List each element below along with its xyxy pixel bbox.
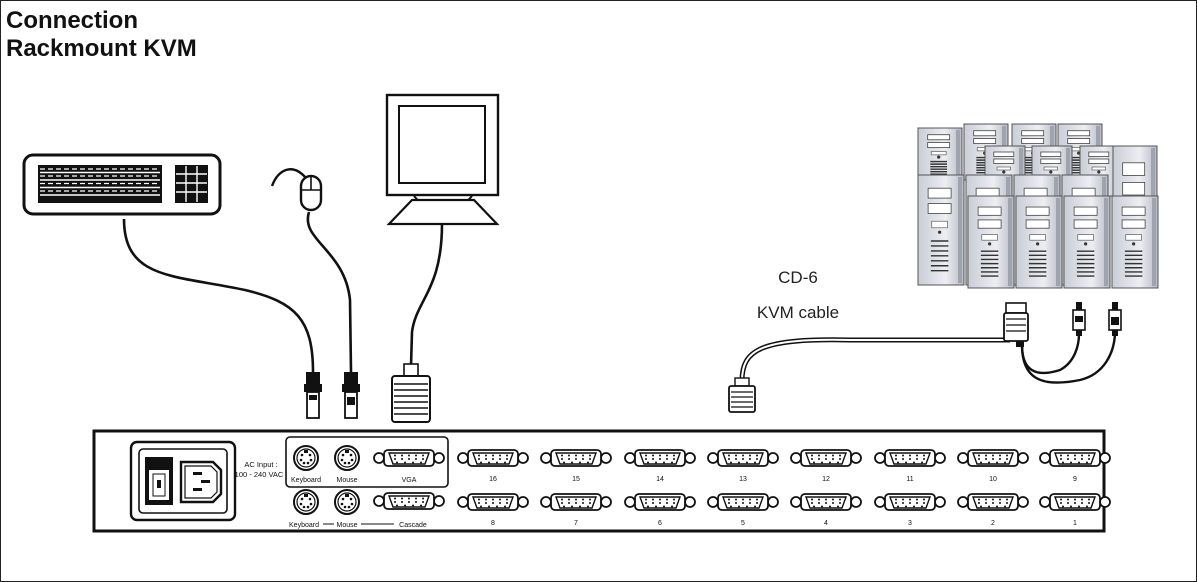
ps2-connector-icon xyxy=(342,372,360,419)
pc-port-label: 1 xyxy=(1073,520,1077,527)
pc-port-label: 8 xyxy=(491,520,495,527)
pc-port-label: 15 xyxy=(572,476,580,483)
computer-towers xyxy=(917,123,1159,289)
pc-port-label: 10 xyxy=(989,476,997,483)
pc-port-label: 6 xyxy=(658,520,662,527)
pc-port-6 xyxy=(624,493,696,511)
pc-port-label: 9 xyxy=(1073,476,1077,483)
console-vga-label: VGA xyxy=(402,477,417,484)
pc-port-1 xyxy=(1039,493,1111,511)
pc-port-label: 12 xyxy=(822,476,830,483)
cascade-keyboard-label: Keyboard xyxy=(289,522,319,529)
ps2-connector-icon xyxy=(304,372,322,419)
monitor-icon xyxy=(385,93,500,226)
ac-input-voltage: 100 - 240 VAC xyxy=(235,470,284,479)
cascade-keyboard-port xyxy=(293,489,319,515)
pc-port-13 xyxy=(707,449,779,467)
pc-port-label: 14 xyxy=(656,476,664,483)
cd6-kvm-cable xyxy=(728,302,1122,413)
pc-port-3 xyxy=(874,493,946,511)
kvm-rear-panel: AC Input : 100 - 240 VAC Keyboard Mouse … xyxy=(92,429,1111,533)
computer-tower-icon xyxy=(917,174,965,286)
pc-port-label: 5 xyxy=(741,520,745,527)
pc-port-label: 11 xyxy=(906,476,913,483)
peripheral-cables xyxy=(122,211,444,373)
pc-port-label: 2 xyxy=(991,520,995,527)
pc-port-14 xyxy=(624,449,696,467)
computer-tower-icon xyxy=(967,195,1015,289)
ps2-connector-icon xyxy=(1072,302,1086,336)
console-keyboard-label: Keyboard xyxy=(291,477,321,484)
pc-port-label: 16 xyxy=(489,476,497,483)
pc-port-label: 4 xyxy=(824,520,828,527)
pc-port-11 xyxy=(874,449,946,467)
pc-port-9 xyxy=(1039,449,1111,467)
mouse-port xyxy=(334,445,360,471)
console-port-group xyxy=(285,436,449,488)
pc-port-2 xyxy=(957,493,1029,511)
vga-connector-icon xyxy=(1003,302,1029,347)
pc-port-label: 3 xyxy=(908,520,912,527)
cable-label-model: CD-6 xyxy=(778,268,818,287)
vga-port xyxy=(373,449,445,467)
pc-port-12 xyxy=(790,449,862,467)
computer-tower-icon xyxy=(1015,195,1063,289)
keyboard-port xyxy=(293,445,319,471)
pc-port-15 xyxy=(540,449,612,467)
pc-port-5 xyxy=(707,493,779,511)
pc-port-7 xyxy=(540,493,612,511)
ps2-connector-icon xyxy=(1108,302,1122,336)
cascade-label: Cascade xyxy=(399,522,427,529)
cascade-mouse-port xyxy=(334,489,360,515)
title-line-1: Connection xyxy=(6,7,138,34)
pc-port-10 xyxy=(957,449,1029,467)
computer-tower-icon xyxy=(1111,195,1159,289)
mouse-icon xyxy=(270,168,323,212)
cable-label-type: KVM cable xyxy=(757,303,839,322)
pc-port-4 xyxy=(790,493,862,511)
title-line-2: Rackmount KVM xyxy=(6,35,197,62)
pc-port-16 xyxy=(457,449,529,467)
cascade-mouse-label: Mouse xyxy=(336,522,357,529)
ac-input-label: AC Input : xyxy=(244,460,277,469)
power-switch-icon xyxy=(145,457,173,505)
ac-socket-icon xyxy=(179,460,223,504)
pc-port-label: 7 xyxy=(574,520,578,527)
vga-connector-icon xyxy=(728,377,756,413)
keyboard-icon xyxy=(22,153,222,216)
console-mouse-label: Mouse xyxy=(336,477,357,484)
cascade-port xyxy=(373,492,445,510)
pc-port-8 xyxy=(457,493,529,511)
vga-connector-icon xyxy=(391,363,431,423)
pc-port-label: 13 xyxy=(739,476,747,483)
computer-tower-icon xyxy=(1063,195,1111,289)
